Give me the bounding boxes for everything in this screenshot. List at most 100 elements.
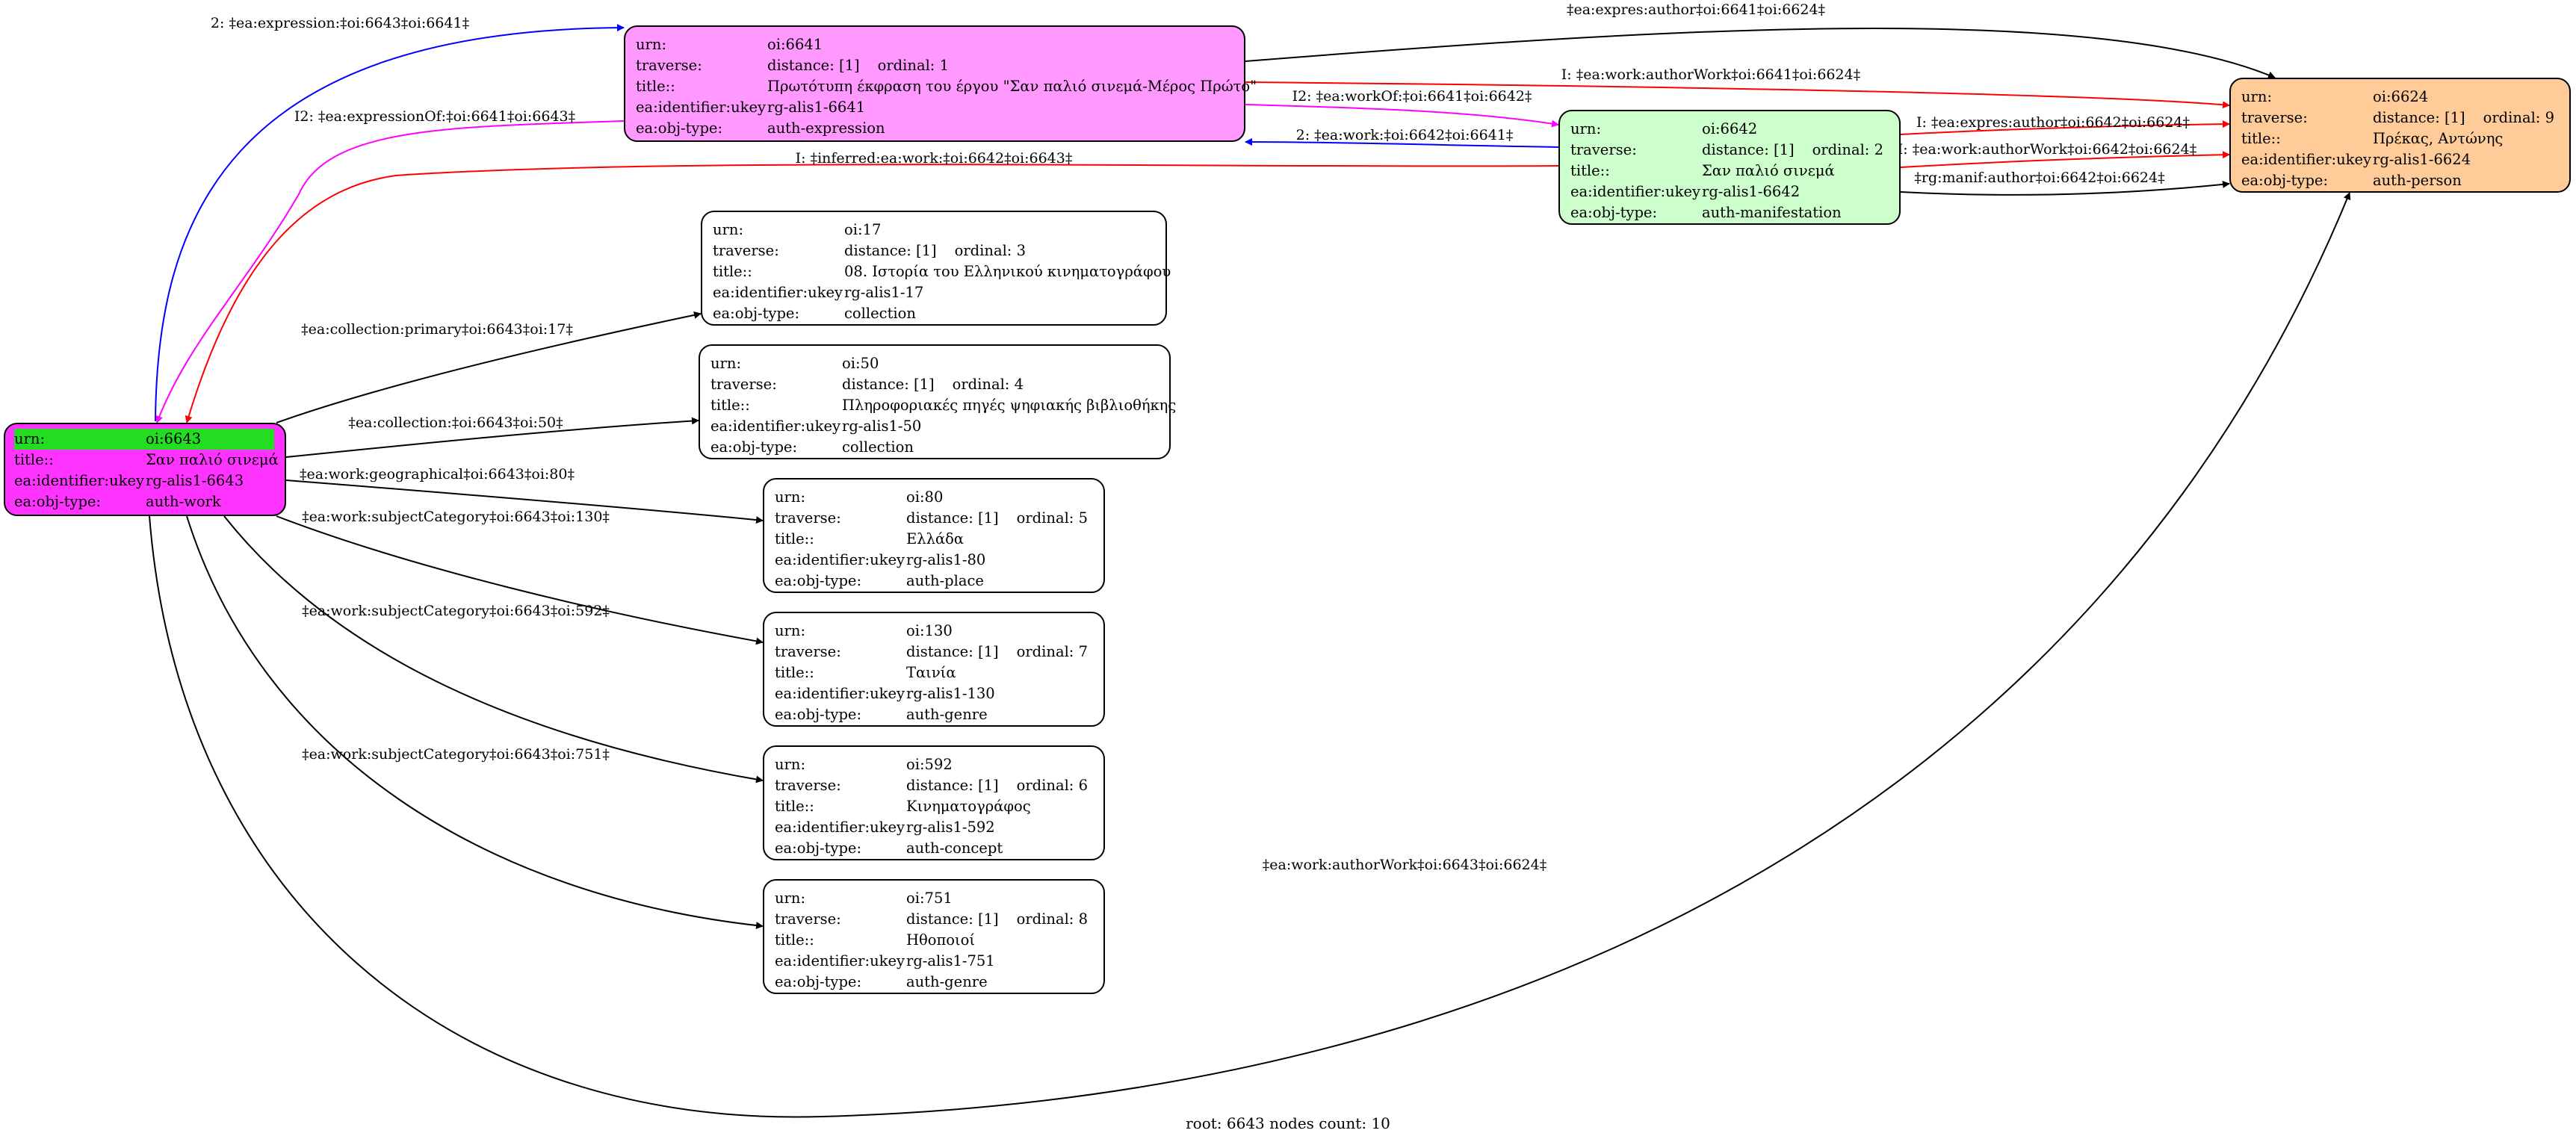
node-field-row: ea:obj-type:auth-expression <box>636 118 1244 139</box>
edge-line <box>1900 151 2230 168</box>
field-key: title:: <box>710 397 750 414</box>
node-field-row: urn:oi:6624 <box>2241 87 2569 108</box>
edge-line <box>1245 28 2276 79</box>
field-value: distance: [1] <box>844 242 937 259</box>
field-ordinal: ordinal: 9 <box>2483 109 2554 126</box>
field-value: collection <box>844 305 916 322</box>
edge-label: ‡ea:collection:primary‡oi:6643‡oi:17‡ <box>301 321 573 338</box>
edge-label: ‡rg:manif:author‡oi:6642‡oi:6624‡ <box>1914 170 2164 186</box>
node-field-row: traverse:distance: [1]ordinal: 7 <box>775 642 1103 662</box>
field-key: traverse: <box>636 57 702 74</box>
field-value: rg-alis1-592 <box>906 819 995 836</box>
field-key: ea:identifier:ukey <box>636 99 766 116</box>
node-field-row: ea:obj-type:collection <box>713 303 1165 324</box>
edge-label: I2: ‡ea:expressionOf:‡oi:6641‡oi:6643‡ <box>294 108 575 125</box>
node-field-row: title::Σαν παλιό σινεμά <box>1570 161 1899 181</box>
node-field-row: title::Ελλάδα <box>775 529 1103 550</box>
field-ordinal: ordinal: 1 <box>877 57 949 74</box>
field-key: title:: <box>636 78 675 95</box>
node-field-row: traverse:distance: [1]ordinal: 2 <box>1570 140 1899 161</box>
field-key: ea:identifier:ukey <box>710 418 840 435</box>
node-field-row: urn:oi:80 <box>775 487 1103 508</box>
field-value: 08. Ιστορία του Ελληνικού κινηματογράφου <box>844 263 1171 280</box>
edge-line <box>1245 138 1559 148</box>
field-key: urn: <box>636 36 667 53</box>
field-value: oi:80 <box>906 488 944 506</box>
field-key: ea:identifier:ukey <box>1570 183 1700 200</box>
field-value: auth-work <box>146 493 221 510</box>
edge-line <box>149 192 2351 1118</box>
node-field-row: traverse: distance: [1] ordinal: 1 <box>636 55 1244 76</box>
edge-label: 2: ‡ea:work:‡oi:6642‡oi:6641‡ <box>1296 127 1514 143</box>
field-value: distance: [1] <box>906 509 999 527</box>
field-value: distance: [1] <box>1702 141 1795 158</box>
node-field-row: ea:obj-type: auth-place <box>775 571 1103 592</box>
field-value: rg-alis1-6642 <box>1702 183 1801 200</box>
node-130[interactable]: urn: oi:130 traverse:distance: [1]ordinal:… <box>763 612 1105 727</box>
field-value: oi:6641 <box>767 36 823 53</box>
field-value: auth-place <box>906 572 984 589</box>
field-value: Πληροφοριακές πηγές ψηφιακής βιβλιοθήκης <box>842 397 1177 414</box>
edge-label: ‡ea:expres:author‡oi:6641‡oi:6624‡ <box>1567 1 1825 18</box>
field-key: title:: <box>1570 162 1610 179</box>
edge-line <box>155 120 625 423</box>
field-value: rg-alis1-6624 <box>2373 151 2471 168</box>
node-field-row: urn: oi:130 <box>775 621 1103 642</box>
field-key: urn: <box>713 221 744 238</box>
node-field-row: traverse:distance: [1]ordinal: 4 <box>710 374 1169 395</box>
edge-label: I2: ‡ea:workOf:‡oi:6641‡oi:6642‡ <box>1292 88 1532 105</box>
field-value: Πρέκας, Αντώνης <box>2373 130 2504 147</box>
field-key: ea:identifier:ukey <box>775 551 905 568</box>
field-key: ea:obj-type: <box>14 493 102 510</box>
field-value: oi:130 <box>906 622 953 639</box>
field-key: urn: <box>775 622 806 639</box>
field-key: title:: <box>775 931 814 949</box>
edge-label: ‡ea:collection:‡oi:6643‡oi:50‡ <box>348 415 563 431</box>
edge-line <box>276 311 702 423</box>
edge-label: I: ‡ea:expres:author‡oi:6642‡oi:6624‡ <box>1916 114 2190 131</box>
field-key: ea:obj-type: <box>775 706 862 723</box>
edge-label: I: ‡ea:work:authorWork‡oi:6641‡oi:6624‡ <box>1561 66 1860 83</box>
field-value: distance: [1] <box>906 643 999 660</box>
field-key: ea:obj-type: <box>710 438 798 456</box>
field-key: traverse: <box>775 777 841 794</box>
field-key: traverse: <box>710 376 777 393</box>
field-key: title:: <box>713 263 752 280</box>
field-value: auth-genre <box>906 973 988 990</box>
edge-label: ‡ea:work:subjectCategory‡oi:6643‡oi:592‡ <box>302 603 610 619</box>
field-value: oi:6624 <box>2373 88 2429 105</box>
node-field-row: ea:obj-type: auth-work <box>14 491 285 512</box>
field-ordinal: ordinal: 6 <box>1016 777 1088 794</box>
edge-label: I: ‡ea:work:authorWork‡oi:6642‡oi:6624‡ <box>1898 141 2196 158</box>
node-field-row: urn:oi:6643 <box>14 429 274 450</box>
field-key: traverse: <box>775 910 841 928</box>
field-key: ea:identifier:ukey <box>2241 151 2371 168</box>
node-field-row: ea:obj-type:collection <box>710 437 1169 458</box>
node-field-row: title::Ταινία <box>775 662 1103 683</box>
field-value: distance: [1] <box>767 57 860 74</box>
field-value: distance: [1] <box>906 777 999 794</box>
field-key: title:: <box>14 451 54 468</box>
field-key: ea:obj-type: <box>775 572 862 589</box>
edge-line <box>276 515 764 645</box>
node-field-row: title::Πρωτότυπη έκφραση του έργου "Σαν … <box>636 76 1257 97</box>
node-field-row: title::08. Ιστορία του Ελληνικού κινηματ… <box>713 261 1171 282</box>
field-value: Πρωτότυπη έκφραση του έργου "Σαν παλιό σ… <box>767 78 1257 95</box>
field-value: distance: [1] <box>842 376 935 393</box>
node-6641[interactable]: urn: oi:6641 traverse: distance: [1] ordinal… <box>624 25 1257 142</box>
field-key: ea:identifier:ukey <box>775 685 905 702</box>
node-field-row: urn:oi:6642 <box>1570 119 1899 140</box>
node-field-row: ea:obj-type:auth-manifestation <box>1570 202 1899 223</box>
